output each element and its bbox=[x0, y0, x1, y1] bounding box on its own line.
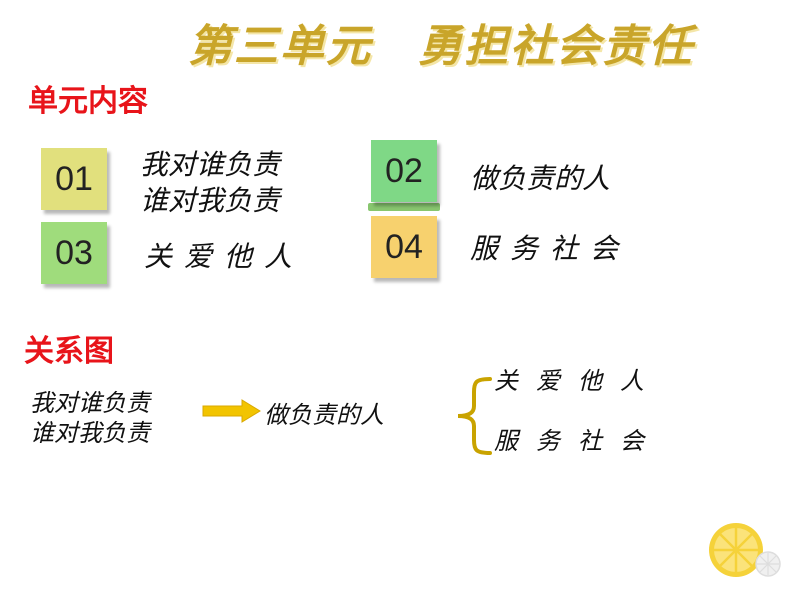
item-02-number-box: 02 bbox=[371, 140, 437, 202]
item-02-topic: 做负责的人 bbox=[470, 162, 611, 195]
relation-diagram-heading: 关系图 bbox=[24, 334, 114, 369]
item-04-number-box: 04 bbox=[371, 216, 437, 278]
diagram-source-line1: 我对谁负责 bbox=[30, 389, 150, 417]
item-01-number-box: 01 bbox=[41, 148, 107, 210]
lemon-slice-icon bbox=[709, 523, 781, 577]
right-arrow-icon bbox=[202, 399, 261, 423]
item-02-box-stack-shadow bbox=[368, 203, 440, 211]
diagram-branch-top: 关爱他人 bbox=[494, 367, 662, 395]
item-01-topic-line1: 我对谁负责 bbox=[140, 148, 281, 181]
curly-brace-icon bbox=[457, 377, 492, 455]
unit-content-heading: 单元内容 bbox=[28, 84, 148, 119]
item-03-number-box: 03 bbox=[41, 222, 107, 284]
slide-title: 第三单元 勇担社会责任 bbox=[188, 21, 694, 72]
diagram-source-line2: 谁对我负责 bbox=[30, 419, 150, 447]
diagram-middle-node: 做负责的人 bbox=[264, 401, 384, 429]
item-01-topic-line2: 谁对我负责 bbox=[140, 184, 281, 217]
diagram-branch-bottom: 服务社会 bbox=[494, 427, 662, 455]
item-03-topic: 关爱他人 bbox=[144, 240, 305, 273]
item-04-topic: 服务社会 bbox=[470, 232, 631, 265]
